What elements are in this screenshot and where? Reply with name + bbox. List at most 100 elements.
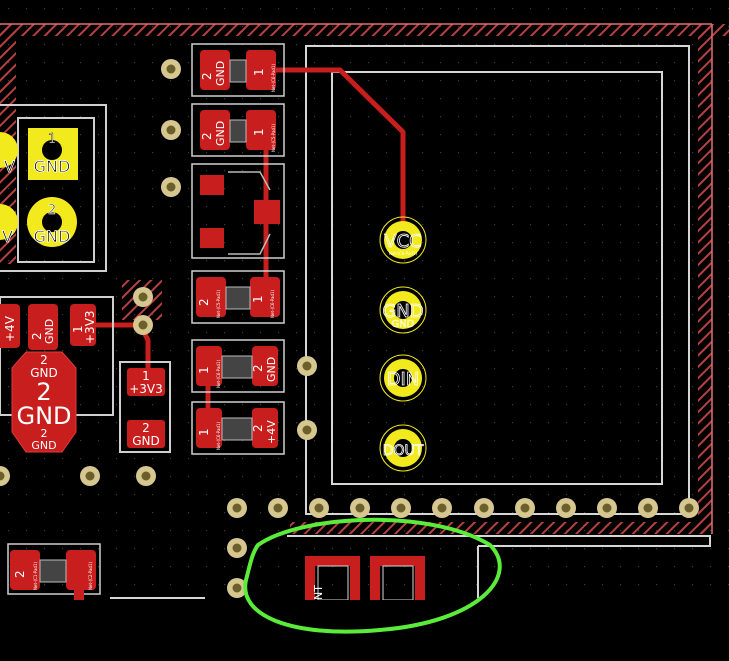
cap-3v3-footprint xyxy=(119,361,171,453)
module-pad-vcc-sub: Net-(C6-Pad1) xyxy=(389,251,418,256)
highlight-annotation-circle xyxy=(243,517,502,634)
header-pad-1-net: GND xyxy=(34,157,71,176)
module-pad-gnd-sub: GND xyxy=(392,319,415,330)
reg-tab-big-num: 2 xyxy=(36,378,51,406)
via-hole xyxy=(437,503,447,513)
reg-pad-gnd-top-net: GND xyxy=(43,319,56,344)
header-pad-2-num: 2 xyxy=(48,203,56,218)
resistor-1-right-num: 1 xyxy=(252,68,266,76)
resistor-3-tiny-left: Net-(C5-Pad1) xyxy=(216,289,221,318)
via-hole xyxy=(561,503,571,513)
header-footprint xyxy=(0,104,107,272)
via-hole xyxy=(302,425,312,435)
left-partial-pads: V V xyxy=(0,132,18,246)
reg-tab-sub-num: 2 xyxy=(41,427,48,440)
via-hole xyxy=(85,471,95,481)
reg-pad-3v3-num: 1 xyxy=(71,325,85,333)
via-hole xyxy=(141,471,151,481)
resistor-4[interactable]: 1 Net-(C6-Pad1) 2 GND xyxy=(191,339,285,393)
cap-3v3-pad-1-num: 1 xyxy=(142,369,150,383)
vias xyxy=(0,59,699,598)
resistor-4-right-net: GND xyxy=(265,357,278,382)
resistor-3-tiny: Net-(C6-Pad1) xyxy=(270,289,275,318)
bottom-left-component[interactable]: 2 Net-(C1-Pad1) Net-(C2-Pad1) xyxy=(7,543,101,602)
reg-pad-plus4v-label: +4V xyxy=(3,315,17,342)
resistor-5-left-num: 1 xyxy=(197,428,211,436)
resistor-2-left-net: GND xyxy=(214,121,227,146)
via-hole xyxy=(138,320,148,330)
resistor-4-right-num: 2 xyxy=(251,364,265,372)
resistor-5-tiny-left: Net-(C6-Pad1) xyxy=(216,421,221,450)
reg-pad-3v3-net: +3V3 xyxy=(83,310,97,344)
cap-3v3-pad-1[interactable]: 1 +3V3 xyxy=(127,368,165,396)
via-hole xyxy=(232,503,242,513)
header-pad-2[interactable]: 2 GND xyxy=(27,197,77,247)
left-partial-label-top: V xyxy=(4,157,15,176)
module-pad-din-label: DIN xyxy=(387,369,420,390)
cap-3v3-pad-2-num: 2 xyxy=(142,421,150,435)
via-hole xyxy=(166,125,176,135)
resistor-1-left-num: 2 xyxy=(200,72,214,80)
via-hole xyxy=(166,64,176,74)
reg-tab-sub-net: GND xyxy=(31,439,56,452)
resistor-3[interactable]: 2 Net-(C5-Pad1) 1 Net-(C6-Pad1) xyxy=(191,270,285,324)
reg-pad-plus4v[interactable]: +4V xyxy=(0,304,20,348)
resistor-5[interactable]: 1 Net-(C6-Pad1) 2 +4V xyxy=(191,401,285,455)
reg-tab-small-net: GND xyxy=(30,366,58,380)
module-pad-vcc-label: VCC xyxy=(384,231,421,252)
via-hole xyxy=(232,583,242,593)
resistor-4-left-num: 1 xyxy=(197,366,211,374)
resistor-4-tiny-left: Net-(C6-Pad1) xyxy=(216,359,221,388)
resistor-1-left-net: GND xyxy=(214,61,227,86)
via-hole xyxy=(602,503,612,513)
resistor-5-right-num: 2 xyxy=(251,424,265,432)
reg-pad-gnd-top[interactable]: 2 GND xyxy=(28,304,58,350)
antenna-footprint[interactable]: NT xyxy=(305,556,425,601)
via-hole xyxy=(166,182,176,192)
header-pad-1-num: 1 xyxy=(48,132,56,147)
via-8[interactable] xyxy=(0,466,10,486)
via-hole xyxy=(314,503,324,513)
module-pad-dout-label: DOUT xyxy=(383,443,424,459)
header-pad-1[interactable]: 1 GND xyxy=(28,128,78,180)
header-pad-2-net: GND xyxy=(34,227,71,246)
module-pad-din[interactable]: DIN xyxy=(379,354,427,402)
reg-pad-3v3[interactable]: 1 +3V3 xyxy=(70,304,97,346)
resistor-3-right-num: 1 xyxy=(251,295,265,303)
bottom-left-component-tiny-left: Net-(C1-Pad1) xyxy=(33,561,38,590)
resistor-2[interactable]: 2 GND 1 Net-(C5-Pad1) xyxy=(191,103,285,157)
via-hole xyxy=(232,543,242,553)
bottom-left-component-num: 2 xyxy=(13,570,27,578)
resistor-2-right-num: 1 xyxy=(252,128,266,136)
via-hole xyxy=(0,471,5,481)
left-partial-label-bottom: V xyxy=(2,227,13,246)
module-pad-vcc[interactable]: VCC Net-(C6-Pad1) xyxy=(379,216,427,264)
via-hole xyxy=(643,503,653,513)
via-hole xyxy=(302,361,312,371)
via-hole xyxy=(684,503,694,513)
via-hole xyxy=(355,503,365,513)
via-hole xyxy=(273,503,283,513)
module-pad-gnd[interactable]: GND GND xyxy=(379,286,427,334)
reg-tab-big-net: GND xyxy=(16,402,71,430)
antenna-label: NT xyxy=(312,585,325,600)
diode-sot[interactable] xyxy=(191,163,285,259)
resistor-3-left-num: 2 xyxy=(197,298,211,306)
reg-pad-gnd-top-num: 2 xyxy=(30,332,44,340)
cap-3v3-pad-2[interactable]: 2 GND xyxy=(127,420,165,448)
reg-tab-gnd[interactable]: 2 GND 2 GND 2 GND xyxy=(11,351,77,453)
resistor-1[interactable]: 2 GND 1 Net-(C6-Pad1) xyxy=(191,43,285,97)
via-hole xyxy=(138,292,148,302)
module-pad-gnd-label: GND xyxy=(382,301,423,322)
bottom-left-component-tiny-right: Net-(C2-Pad1) xyxy=(88,561,93,590)
via-hole xyxy=(396,503,406,513)
cap-3v3-pad-2-net: GND xyxy=(132,434,160,448)
resistor-2-left-num: 2 xyxy=(200,132,214,140)
via-hole xyxy=(479,503,489,513)
resistor-5-right-net: +4V xyxy=(265,420,278,444)
module-pad-dout[interactable]: DOUT xyxy=(379,424,427,472)
resistor-2-tiny: Net-(C5-Pad1) xyxy=(271,123,276,152)
via-hole xyxy=(520,503,530,513)
